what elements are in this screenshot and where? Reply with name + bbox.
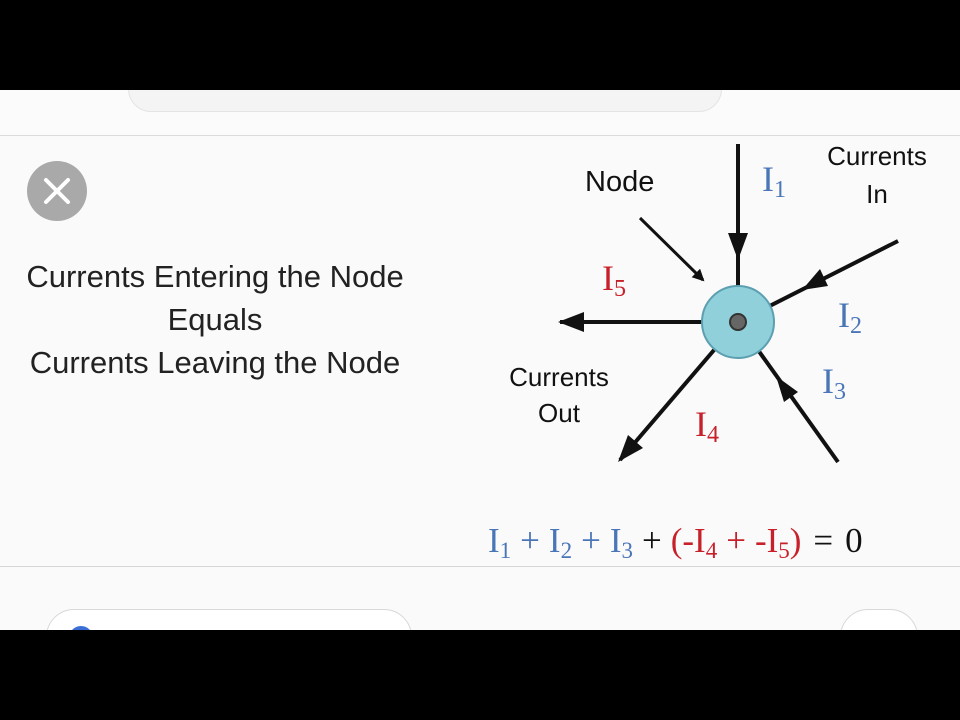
node-pointer-arrow (638, 216, 705, 282)
source-icon (69, 626, 93, 630)
current-label-i1: I1 (762, 159, 786, 203)
close-button[interactable] (27, 161, 87, 221)
arrow-i3-in (776, 376, 798, 402)
currents-out-label-2: Out (538, 398, 581, 428)
arrow-i2-in (802, 269, 828, 290)
current-label-i2: I2 (838, 295, 862, 339)
arrow-i4-out (618, 435, 643, 462)
image-viewer: Currents Entering the Node Equals Curren… (0, 90, 960, 630)
caption-line-1: Currents Entering the Node (26, 259, 404, 294)
node-label: Node (585, 166, 654, 198)
caption-line-3: Currents Leaving the Node (29, 345, 401, 380)
currents-in-label-1: Currents (827, 141, 927, 171)
arrow-i5-out (558, 312, 584, 332)
arrow-i1-in (728, 233, 748, 260)
kirchhoff-node-diagram: Node Currents In Currents Out I1 I2 I3 I… (488, 141, 927, 563)
kcl-caption: Currents Entering the Node Equals Curren… (0, 255, 430, 384)
kcl-equation: I1+I2+I3+(-I4+-I5)=0 (488, 521, 863, 563)
top-bar (0, 90, 960, 136)
caption-line-2: Equals (167, 302, 263, 337)
node-center-dot (729, 313, 747, 331)
bottom-divider (0, 566, 960, 567)
currents-in-label-2: In (866, 179, 888, 209)
current-label-i3: I3 (822, 361, 846, 405)
bottom-action-pill[interactable] (46, 609, 412, 630)
currents-out-label-1: Currents (509, 362, 609, 392)
close-icon (44, 178, 70, 204)
current-label-i4: I4 (695, 404, 719, 448)
current-label-i5: I5 (602, 258, 626, 302)
